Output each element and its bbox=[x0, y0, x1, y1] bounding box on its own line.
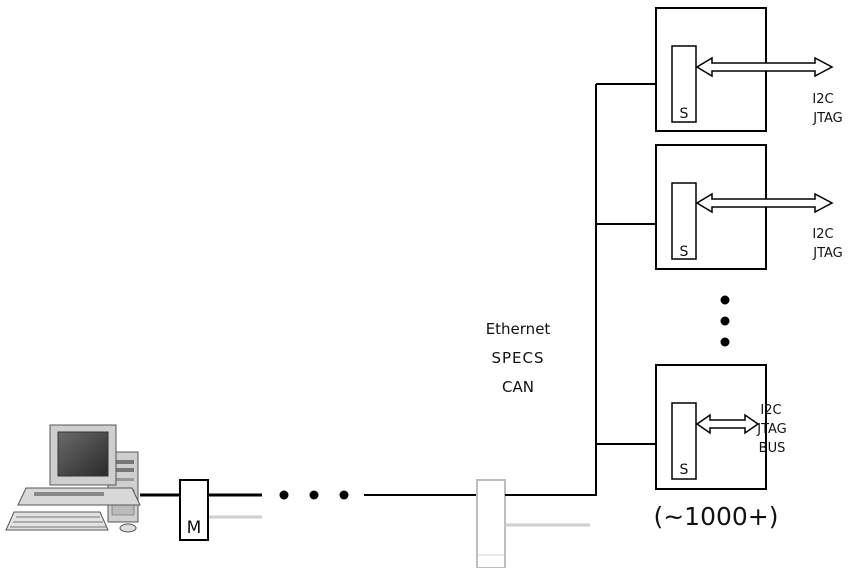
network-labels: Ethernet SPECS CAN bbox=[486, 320, 551, 396]
ellipsis-dot bbox=[721, 296, 730, 305]
computer-icon bbox=[6, 425, 140, 532]
bus-label-i2c: I2C bbox=[760, 403, 781, 418]
slave-board-3: S I2C JTAG BUS bbox=[656, 365, 787, 489]
bus-label-i2c: I2C bbox=[812, 227, 833, 242]
bus-label-i2c: I2C bbox=[812, 92, 833, 107]
ellipsis-dot bbox=[721, 338, 730, 347]
master-board: M bbox=[180, 480, 208, 540]
slave-label: S bbox=[680, 462, 689, 478]
slave-board-2: S I2C JTAG bbox=[656, 145, 843, 269]
slave-count-label: (~1000+) bbox=[653, 502, 778, 531]
bus-label-bus: BUS bbox=[759, 441, 786, 456]
continuation-dots bbox=[280, 491, 349, 500]
network-label-ethernet: Ethernet bbox=[486, 320, 551, 338]
network-label-can: CAN bbox=[502, 378, 534, 396]
bus-label-jtag: JTAG bbox=[756, 422, 787, 437]
continuation-dot bbox=[340, 491, 349, 500]
slave-label: S bbox=[680, 244, 689, 260]
gateway-box bbox=[477, 480, 505, 568]
slave-board-1: S I2C JTAG bbox=[656, 8, 843, 131]
bus-label-jtag: JTAG bbox=[812, 246, 843, 261]
master-label: M bbox=[187, 518, 202, 538]
ellipsis-dot bbox=[721, 317, 730, 326]
continuation-dot bbox=[310, 491, 319, 500]
bus-label-jtag: JTAG bbox=[812, 111, 843, 126]
vertical-ellipsis bbox=[721, 296, 730, 347]
network-label-specs: SPECS bbox=[491, 349, 544, 367]
slave-label: S bbox=[680, 106, 689, 122]
continuation-dot bbox=[280, 491, 289, 500]
